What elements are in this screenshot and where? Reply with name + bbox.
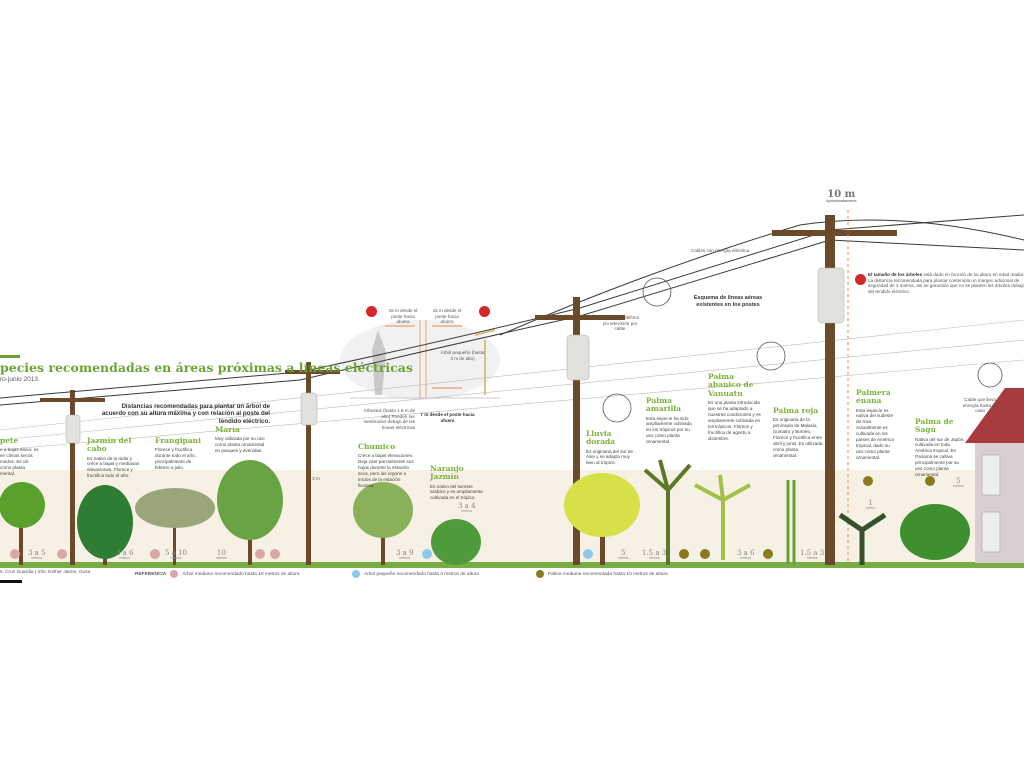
reference-dot-pink bbox=[270, 549, 280, 559]
house-cable-note: Cable que lleva energía hasta su casa bbox=[962, 397, 998, 414]
telephone-wires bbox=[0, 319, 1024, 451]
diagram-tree bbox=[372, 330, 386, 395]
reference-dot-pink bbox=[150, 549, 160, 559]
legend-item: Árbol pequeño recomendado hasta 4 metros… bbox=[352, 570, 479, 578]
species-name: Frangipani bbox=[155, 436, 201, 445]
detail-circles bbox=[602, 277, 1003, 423]
species-desc: Esta especie ha sido ampliamente cultiva… bbox=[646, 415, 692, 445]
species-desc: Es nativo del sureste asiático y es ampl… bbox=[430, 483, 483, 501]
small-tree-note: Árbol pequeño (hasta 4 m de alto) bbox=[440, 350, 485, 361]
species-name: Palma roja bbox=[773, 406, 819, 415]
reference-dot-pink bbox=[255, 549, 265, 559]
size-note: El tamaño de los árboles está dado en fu… bbox=[868, 272, 1024, 295]
red-marker bbox=[479, 306, 490, 317]
reference-dot-blue bbox=[583, 549, 593, 559]
species-card: Palma roja Es originaria de la península … bbox=[773, 406, 823, 459]
species-desc: Esta especie es nativa del sudeste de As… bbox=[856, 407, 894, 461]
species-name: Palma abanico de Vanuatu bbox=[708, 372, 754, 398]
shrubs-note: Arbustos (hasta 1.5 m de alto) Pueden se… bbox=[363, 408, 415, 431]
species-desc: Es originaria del sur de Asia y se adapt… bbox=[586, 448, 633, 466]
utility-poles bbox=[40, 215, 897, 565]
red-marker bbox=[366, 306, 377, 317]
species-name: Palmera enana bbox=[856, 388, 891, 406]
distance-note: 15 m desde el poste hacia afuera bbox=[388, 308, 418, 325]
species-desc: Crece a bajas elevaciones. Deja caer par… bbox=[358, 453, 414, 489]
species-desc: Florece y fructifica durante todo el año… bbox=[155, 447, 196, 471]
reference-dot-olive bbox=[863, 476, 873, 486]
page-title: pecies recomendadas en áreas próximas a … bbox=[0, 360, 413, 375]
species-desc: Muy utilizada por su uso como planta orn… bbox=[215, 436, 265, 454]
power-cables-note: Cables con energía eléctrica bbox=[690, 248, 750, 253]
reference-dot-olive bbox=[763, 549, 773, 559]
species-name: pete bbox=[0, 436, 19, 445]
legend-item: Palma mediana recomendada hasta 10 metro… bbox=[536, 570, 668, 578]
diagram-palm bbox=[474, 329, 496, 395]
title-accent-bar bbox=[0, 355, 20, 358]
subtitle: Distancias recomendadas para plantar un … bbox=[101, 403, 270, 425]
scheme-note: Esquema de líneas aéreas existentes en l… bbox=[693, 295, 763, 308]
date: ro-junio 2013 bbox=[0, 376, 38, 383]
credits: s: Cruz Guardia | Info: Esther Jaime, Gu… bbox=[0, 570, 91, 575]
species-name: Chumico bbox=[358, 442, 396, 451]
transformers bbox=[65, 267, 845, 444]
house bbox=[965, 388, 1024, 563]
species-desc: Es nativo de la India y crece a bajas y … bbox=[87, 455, 140, 479]
red-marker bbox=[855, 274, 866, 285]
reference-dot-pink bbox=[10, 549, 20, 559]
species-name: Palma amarilla bbox=[646, 396, 682, 414]
ground bbox=[0, 562, 1024, 568]
species-name: Palma de Sagú bbox=[915, 417, 954, 435]
footer-bar bbox=[0, 580, 22, 583]
reference-dot-olive bbox=[679, 549, 689, 559]
distance-note: 15 m desde el poste hacia afuera bbox=[432, 308, 462, 325]
species-desc: Nativa del sur de Japón, cultivada en to… bbox=[915, 436, 965, 478]
power-wires bbox=[0, 214, 1024, 406]
species-desc: e a bajas eleva- es en climas secos medo… bbox=[0, 447, 39, 477]
species-name: Jazmín del cabo bbox=[87, 436, 132, 454]
phone-cables-note: Cables de teléfono y/o televisión por ca… bbox=[600, 315, 640, 332]
species-name: María bbox=[215, 425, 240, 434]
species-desc: Es una planta introducida que se ha adap… bbox=[708, 399, 761, 441]
trees bbox=[0, 459, 970, 565]
three-m-label: 3 m bbox=[312, 476, 320, 481]
species-name: Naranjo Jazmín bbox=[430, 464, 464, 482]
reference-dot-olive bbox=[925, 476, 935, 486]
reference-dot-pink bbox=[57, 549, 67, 559]
species-desc: Es originaria de la península de Malasia… bbox=[773, 417, 823, 459]
distance-arrows bbox=[385, 325, 462, 389]
species-name: Lluvia dorada bbox=[586, 429, 616, 447]
reference-dot-olive bbox=[700, 549, 710, 559]
seven-m-note: 7 m desde el poste hacia afuera bbox=[420, 412, 475, 423]
species-card: pete e a bajas eleva- es en climas secos … bbox=[0, 436, 40, 477]
reference-dot-blue bbox=[422, 549, 432, 559]
